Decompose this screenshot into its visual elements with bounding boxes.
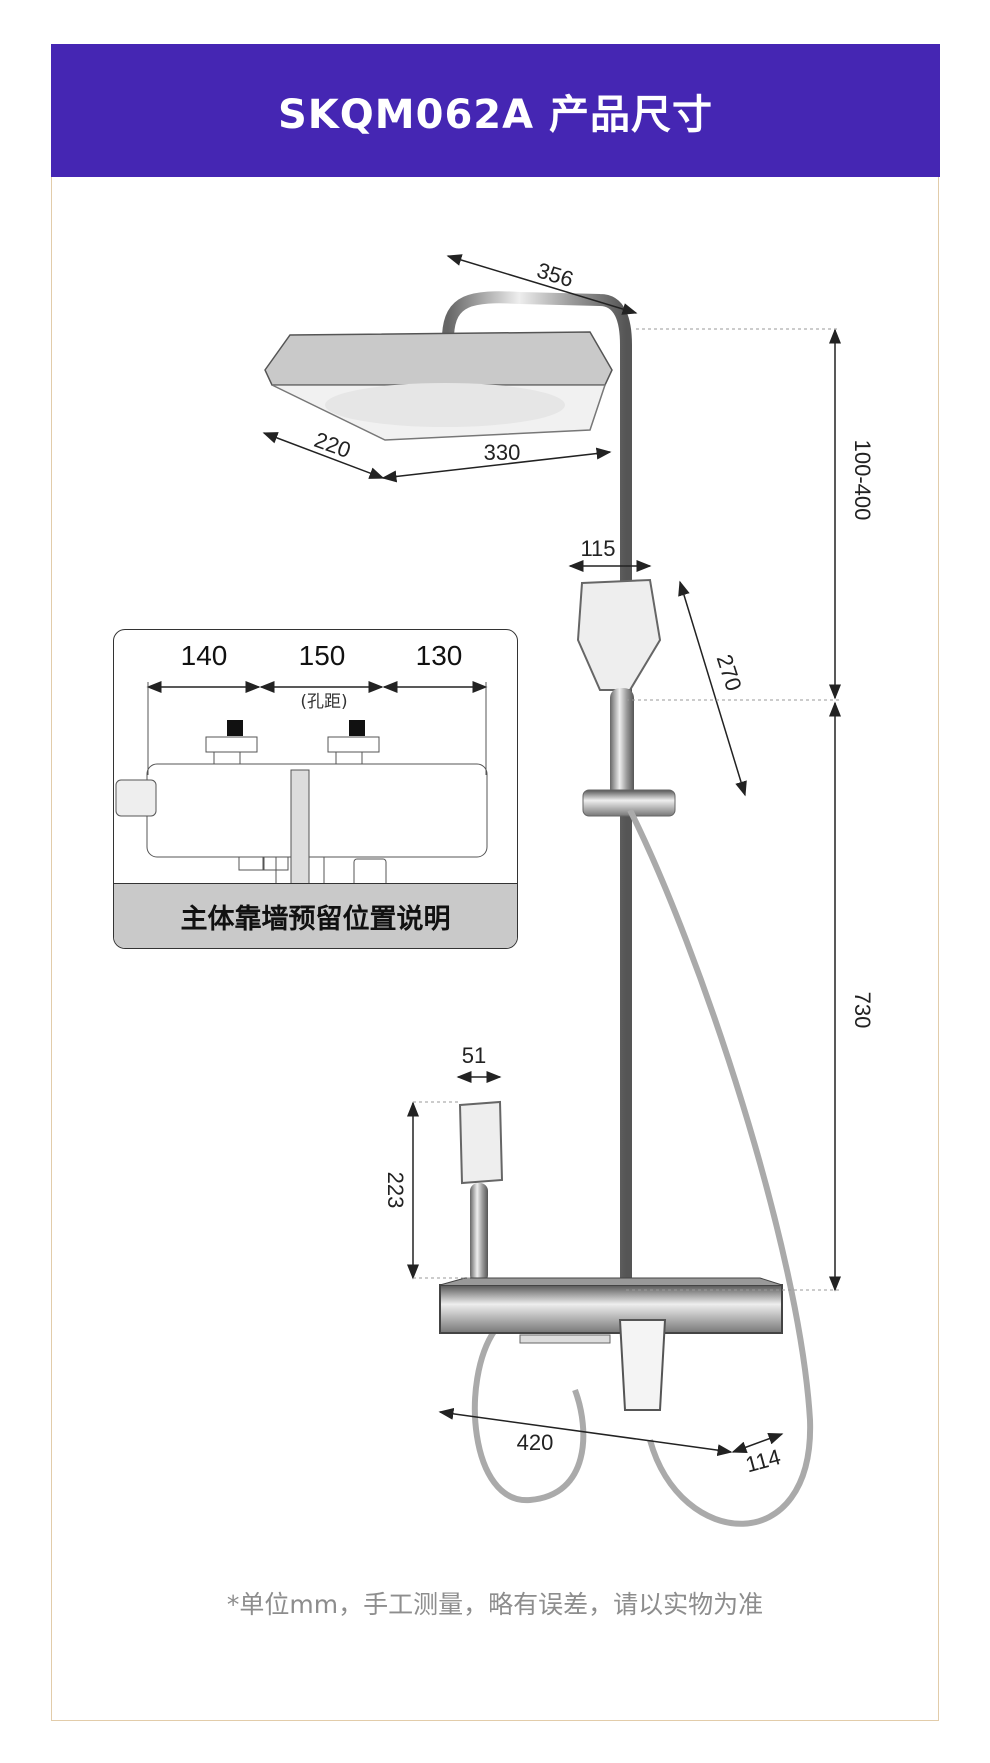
inset-drawing: [115, 681, 488, 890]
dim-handset-length: 270: [712, 651, 747, 694]
page-title: SKQM062A 产品尺寸: [51, 44, 940, 177]
wall-mount-inset: 140 150 130 (孔距) 主体靠墙预留位置说明: [113, 629, 518, 949]
dim-head-width: 330: [484, 440, 521, 465]
rain-shower-head: [264, 331, 613, 441]
dim-small-handset-width: 51: [462, 1043, 486, 1068]
small-hand-shower: [458, 1100, 504, 1283]
dim-small-handset-length: 223: [383, 1172, 408, 1209]
inset-dim-left: 140: [180, 640, 228, 671]
dim-arm-length: 356: [534, 258, 576, 293]
dim-handset-width: 115: [580, 536, 615, 561]
dim-rail-height: 730: [850, 992, 875, 1029]
dim-body-width: 420: [517, 1430, 554, 1455]
shower-hose: [627, 808, 814, 1527]
dim-body-depth: 114: [743, 1444, 783, 1477]
thermostatic-body: [439, 1277, 783, 1411]
inset-center-note: (孔距): [300, 692, 348, 712]
footer-note: *单位mm，手工测量，略有误差，请以实物为准: [226, 1590, 764, 1619]
inset-caption: 主体靠墙预留位置说明: [114, 883, 517, 948]
inset-dim-center: 150: [298, 640, 346, 671]
hand-shower: [576, 578, 676, 817]
inset-dim-right: 130: [415, 640, 463, 671]
dim-height-adjust: 100-400: [850, 440, 875, 521]
dim-head-depth: 220: [311, 427, 354, 463]
